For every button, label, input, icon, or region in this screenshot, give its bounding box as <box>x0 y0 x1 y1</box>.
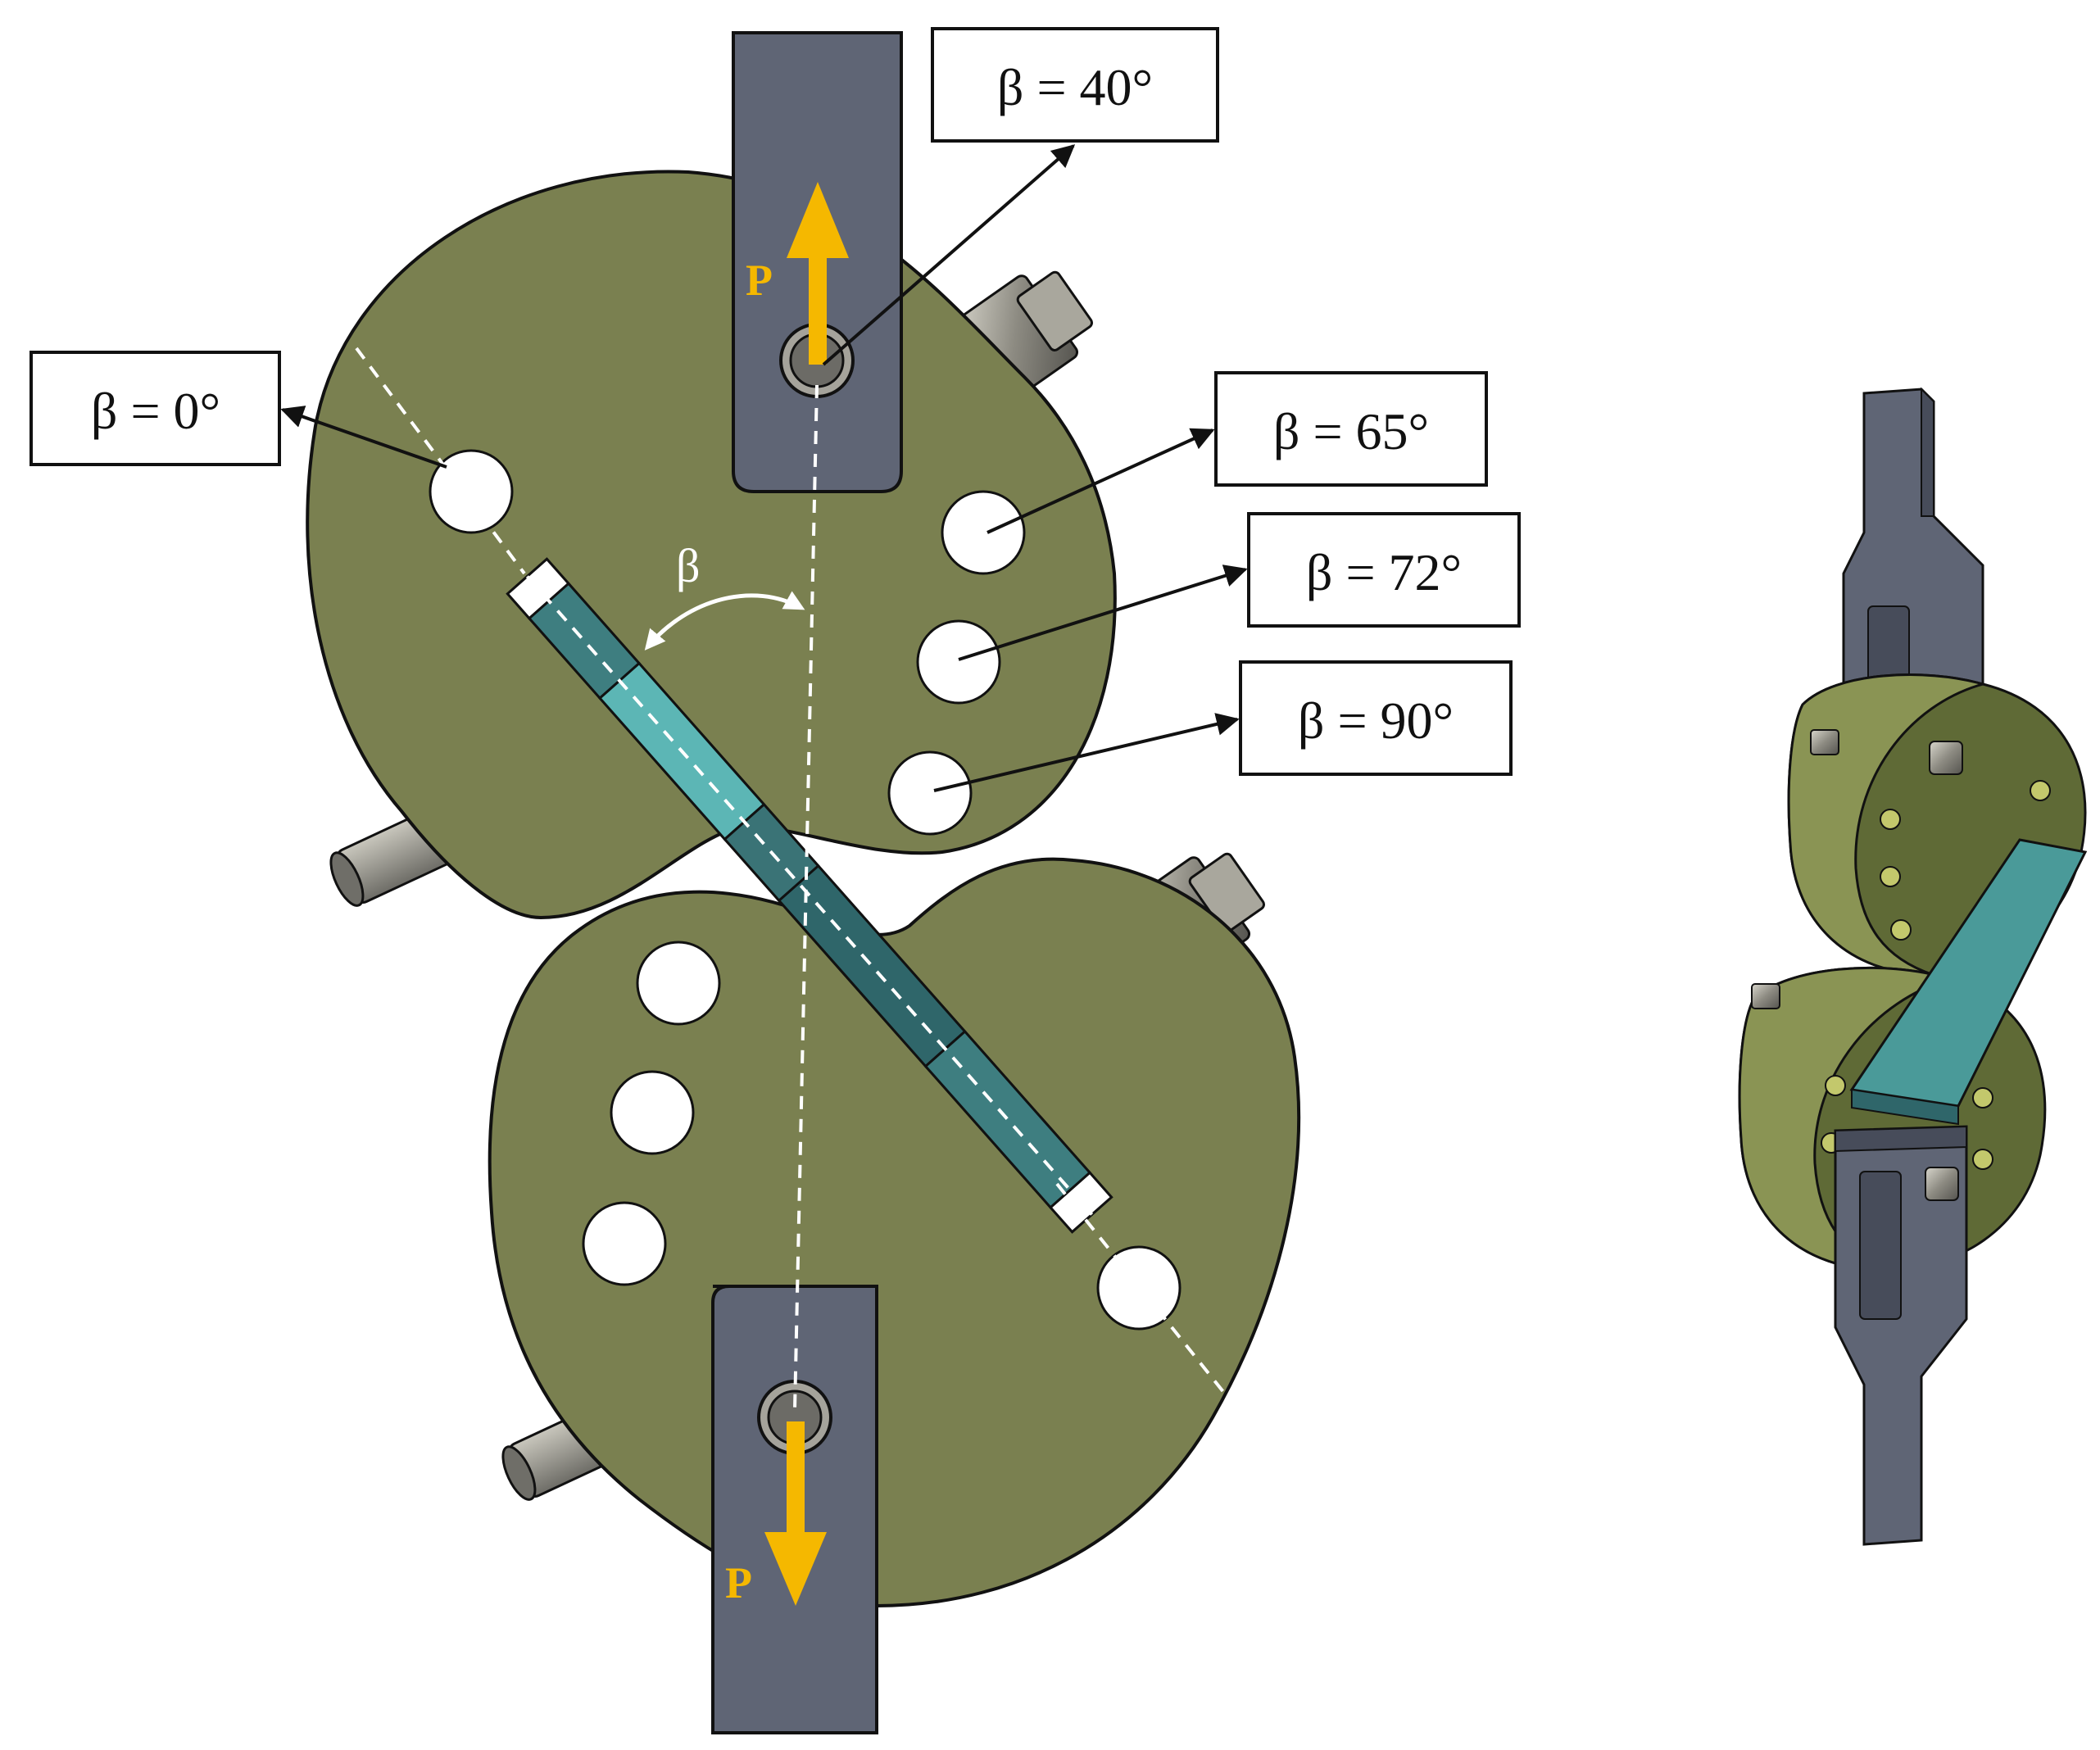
hole-lower-4-icon <box>1096 1245 1182 1331</box>
svg-text:β = 40°: β = 40° <box>997 58 1153 116</box>
load-label-bottom: P <box>725 1558 752 1607</box>
leader-beta-40 <box>822 144 1076 366</box>
load-arrow-bottom-icon <box>764 1421 827 1606</box>
hole-beta-72-icon <box>916 619 1001 705</box>
main-view: P P β β = 40° β = 0° β = 65° β = <box>29 27 1521 1734</box>
holes <box>429 449 1182 1331</box>
iso-specimen <box>1849 838 2088 1126</box>
hole-beta-0-icon <box>429 449 514 534</box>
specimen <box>506 557 1113 1234</box>
hole-lower-1-icon <box>636 941 721 1026</box>
specimen-axis-upper <box>355 347 526 575</box>
svg-text:β = 72°: β = 72° <box>1306 543 1462 601</box>
load-label-top: P <box>746 256 773 305</box>
isometric-view <box>1738 387 2088 1546</box>
label-box-beta-72: β = 72° <box>1247 512 1521 628</box>
svg-text:β = 65°: β = 65° <box>1273 402 1429 460</box>
beta-arc <box>644 591 805 651</box>
leader-beta-0 <box>280 406 447 469</box>
load-arrow-top-icon <box>787 182 849 365</box>
leader-beta-65 <box>987 428 1215 534</box>
hole-beta-90-icon <box>887 750 973 836</box>
svg-text:β = 0°: β = 0° <box>91 382 220 440</box>
leader-beta-72 <box>958 564 1248 661</box>
label-box-beta-0: β = 0° <box>29 351 281 466</box>
load-axis <box>793 384 819 1410</box>
hole-lower-2-icon <box>610 1070 695 1155</box>
label-box-beta-65: β = 65° <box>1214 371 1488 487</box>
specimen-axis-lower <box>1055 1182 1255 1431</box>
leader-beta-90 <box>933 713 1240 792</box>
hole-beta-65-icon <box>941 490 1026 575</box>
beta-symbol: β <box>676 539 701 592</box>
svg-text:β = 90°: β = 90° <box>1298 691 1454 750</box>
label-box-beta-40: β = 40° <box>931 27 1219 143</box>
label-box-beta-90: β = 90° <box>1239 660 1513 776</box>
iso-bottom-grip <box>1834 1125 1968 1546</box>
hole-lower-3-icon <box>582 1201 667 1286</box>
